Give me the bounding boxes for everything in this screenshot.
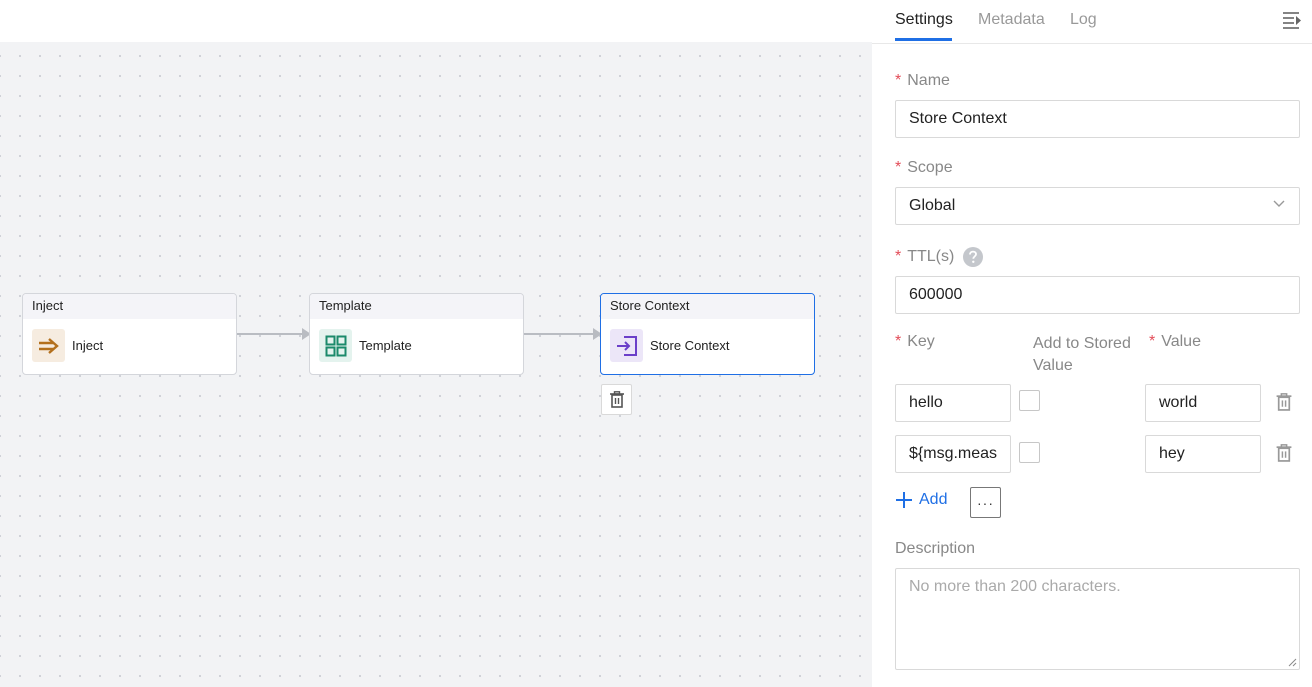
add-to-stored-checkbox[interactable] <box>1019 442 1040 463</box>
node-label: Store Context <box>650 338 730 353</box>
node-label: Template <box>359 338 412 353</box>
scope-select[interactable]: Global <box>895 187 1300 225</box>
scope-value: Global <box>909 197 955 214</box>
plus-icon <box>895 491 913 509</box>
collapse-menu-icon[interactable] <box>1282 11 1302 29</box>
tab-settings[interactable]: Settings <box>895 11 953 29</box>
arrow-right-icon <box>32 329 65 362</box>
name-label: *Name <box>895 72 950 90</box>
scope-label: *Scope <box>895 159 953 177</box>
active-tab-indicator <box>895 38 952 41</box>
description-placeholder: No more than 200 characters. <box>909 578 1121 595</box>
name-input[interactable]: Store Context <box>895 100 1300 138</box>
tab-log[interactable]: Log <box>1070 11 1097 29</box>
value-input[interactable]: world <box>1145 384 1261 422</box>
node-label: Inject <box>72 338 103 353</box>
grid-icon <box>319 329 352 362</box>
node-header: Inject <box>23 294 236 319</box>
add-to-stored-value-header: Add to Stored Value <box>1033 333 1143 377</box>
chevron-down-icon <box>1273 200 1285 208</box>
login-box-icon <box>610 329 643 362</box>
help-icon[interactable] <box>963 247 983 267</box>
node-header: Template <box>310 294 523 319</box>
add-to-stored-checkbox[interactable] <box>1019 390 1040 411</box>
more-options-button[interactable]: ··· <box>970 487 1001 518</box>
canvas-toolbar <box>0 0 872 42</box>
add-row-button[interactable]: Add <box>895 491 947 509</box>
node-store-context[interactable]: Store Context Store Context <box>600 293 815 375</box>
resize-handle-icon[interactable] <box>1287 657 1297 667</box>
ttl-label: *TTL(s) <box>895 247 983 267</box>
trash-icon[interactable] <box>1275 444 1293 462</box>
value-input[interactable]: hey <box>1145 435 1261 473</box>
node-template[interactable]: Template Template <box>309 293 524 375</box>
value-column-header: *Value <box>1149 333 1201 351</box>
trash-icon <box>609 391 625 408</box>
key-input[interactable]: hello <box>895 384 1011 422</box>
node-header: Store Context <box>601 294 814 319</box>
ttl-input[interactable]: 600000 <box>895 276 1300 314</box>
key-column-header: *Key <box>895 333 935 351</box>
delete-node-button[interactable] <box>601 384 632 415</box>
tab-metadata[interactable]: Metadata <box>978 11 1045 29</box>
description-textarea[interactable]: No more than 200 characters. <box>895 568 1300 670</box>
description-label: Description <box>895 540 975 558</box>
add-label: Add <box>919 491 947 509</box>
panel-tabs: Settings Metadata Log <box>872 0 1312 44</box>
settings-panel: Settings Metadata Log *Name Store Contex… <box>872 0 1312 687</box>
key-input[interactable]: ${msg.meas <box>895 435 1011 473</box>
node-inject[interactable]: Inject Inject <box>22 293 237 375</box>
trash-icon[interactable] <box>1275 393 1293 411</box>
